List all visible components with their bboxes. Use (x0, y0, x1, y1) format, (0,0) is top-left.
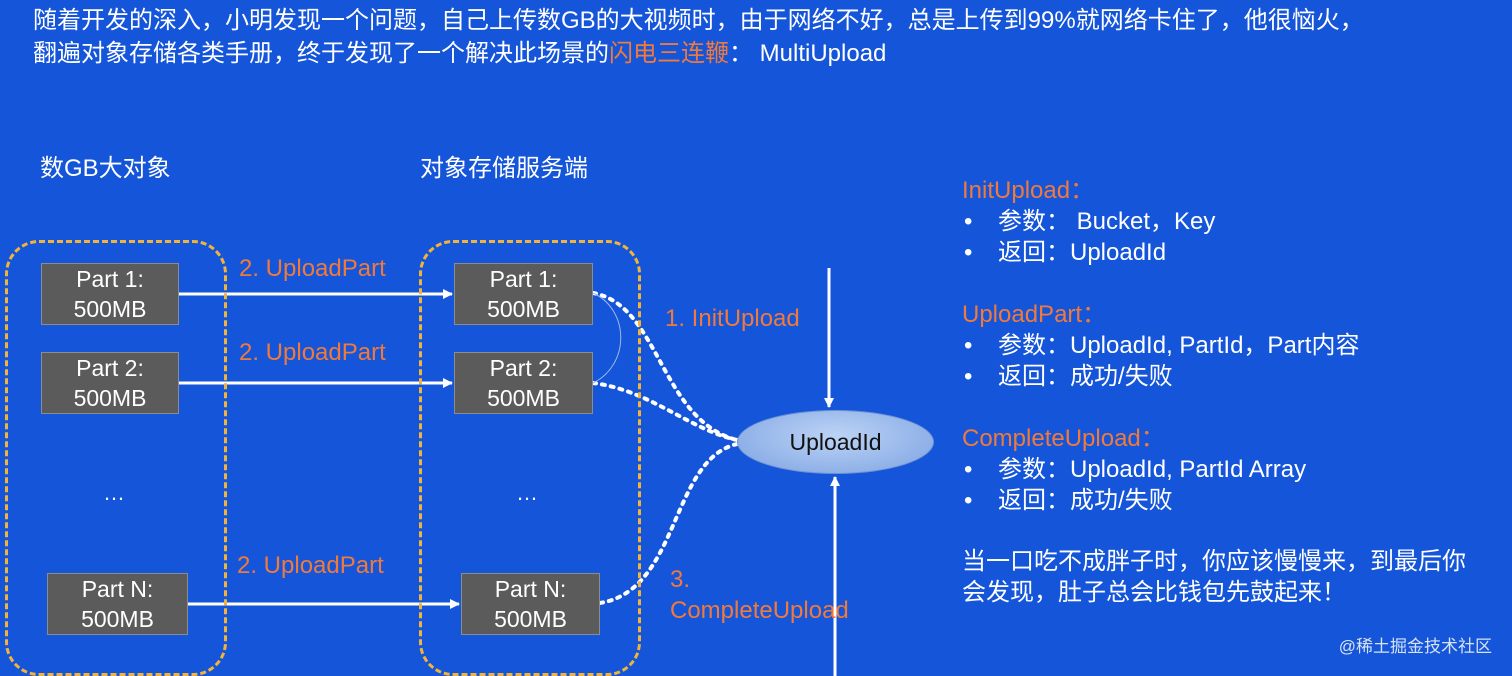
dotted-curve-n (598, 442, 739, 605)
bullet-icon: • (964, 363, 973, 390)
upload-id-node: UploadId (737, 410, 934, 474)
complete-upload-label-name: CompleteUpload (670, 597, 849, 624)
intro-highlight: 闪电三连鞭 (609, 40, 729, 67)
client-part-2: Part 2: 500MB (41, 352, 179, 414)
api-upload-part-param: • 参数：UploadId, PartId，Part内容 (962, 330, 1359, 361)
client-object-group (5, 240, 227, 676)
api-complete-upload-return-text: 返回：成功/失败 (998, 487, 1173, 514)
intro-line-2-prefix: 翻遍对象存储各类手册，终于发现了一个解决此场景的 (33, 40, 609, 67)
bullet-icon: • (964, 456, 973, 483)
server-part-1-size: 500MB (487, 296, 560, 322)
intro-line-2-suffix: ： MultiUpload (729, 40, 887, 67)
client-part-n: Part N: 500MB (47, 573, 188, 635)
intro-line-1: 随着开发的深入，小明发现一个问题，自己上传数GB的大视频时，由于网络不好，总是上… (33, 7, 1364, 34)
api-complete-upload: CompleteUpload： • 参数：UploadId, PartId Arr… (962, 424, 1306, 516)
upload-id-label: UploadId (789, 428, 882, 455)
bullet-icon: • (964, 239, 973, 266)
client-ellipsis: … (103, 480, 125, 505)
client-part-2-name: Part 2: (76, 355, 144, 381)
api-upload-part-return: • 返回：成功/失败 (962, 361, 1359, 392)
server-part-n-name: Part N: (494, 576, 567, 602)
upload-part-label-1: 2. UploadPart (239, 255, 386, 282)
api-init-upload-title: InitUpload： (962, 177, 1095, 204)
api-complete-upload-return: • 返回：成功/失败 (962, 485, 1306, 516)
server-part-2-size: 500MB (487, 385, 560, 411)
server-ellipsis: … (516, 480, 538, 505)
right-header: 对象存储服务端 (420, 155, 588, 182)
server-part-1: Part 1: 500MB (454, 263, 593, 325)
server-part-1-name: Part 1: (489, 266, 558, 292)
summary-line-1: 当一口吃不成胖子时，你应该慢慢来，到最后你 (962, 548, 1466, 575)
api-complete-upload-param: • 参数：UploadId, PartId Array (962, 454, 1306, 485)
dotted-curve-1 (591, 291, 739, 442)
client-part-1-size: 500MB (73, 296, 147, 322)
upload-part-label-2: 2. UploadPart (239, 339, 386, 366)
intro-line-2: 翻遍对象存储各类手册，终于发现了一个解决此场景的闪电三连鞭： MultiUplo… (33, 37, 1493, 70)
server-parts-group (419, 240, 641, 676)
api-init-upload-return-text: 返回：UploadId (998, 239, 1167, 266)
client-part-1: Part 1: 500MB (41, 263, 179, 325)
footer-watermark: @稀土掘金技术社区 (1338, 637, 1492, 656)
part-bracket (592, 292, 622, 384)
client-part-n-size: 500MB (81, 606, 154, 632)
api-init-upload-param-text: 参数： Bucket，Key (998, 208, 1216, 235)
api-init-upload: InitUpload： • 参数： Bucket，Key • 返回：UploadId (962, 176, 1215, 268)
api-init-upload-param: • 参数： Bucket，Key (962, 206, 1215, 237)
server-part-2-name: Part 2: (489, 355, 558, 381)
api-init-upload-return: • 返回：UploadId (962, 237, 1215, 268)
api-complete-upload-title: CompleteUpload： (962, 425, 1165, 452)
init-upload-label: 1. InitUpload (665, 305, 800, 332)
intro-text: 随着开发的深入，小明发现一个问题，自己上传数GB的大视频时，由于网络不好，总是上… (33, 4, 1493, 70)
summary-text: 当一口吃不成胖子时，你应该慢慢来，到最后你 会发现，肚子总会比钱包先鼓起来！ (962, 546, 1466, 608)
bullet-icon: • (964, 208, 973, 235)
api-upload-part-return-text: 返回：成功/失败 (998, 363, 1173, 390)
api-upload-part-title: UploadPart： (962, 301, 1107, 328)
server-part-n: Part N: 500MB (461, 573, 600, 635)
client-part-2-size: 500MB (73, 385, 147, 411)
bullet-icon: • (964, 487, 973, 514)
server-part-2: Part 2: 500MB (454, 352, 593, 414)
client-part-1-name: Part 1: (76, 266, 144, 292)
summary-line-2: 会发现，肚子总会比钱包先鼓起来！ (962, 579, 1346, 606)
left-header: 数GB大对象 (40, 155, 171, 182)
api-upload-part-param-text: 参数：UploadId, PartId，Part内容 (998, 332, 1360, 359)
dotted-curve-2 (591, 381, 739, 442)
complete-upload-label-step: 3. (670, 566, 691, 593)
client-part-n-name: Part N: (81, 576, 154, 602)
upload-part-label-n: 2. UploadPart (237, 552, 384, 579)
bullet-icon: • (964, 332, 973, 359)
server-part-n-size: 500MB (494, 606, 567, 632)
api-upload-part: UploadPart： •参数：UploadId, PartId，Part内容 … (962, 300, 1359, 392)
api-complete-upload-param-text: 参数：UploadId, PartId Array (998, 456, 1307, 483)
